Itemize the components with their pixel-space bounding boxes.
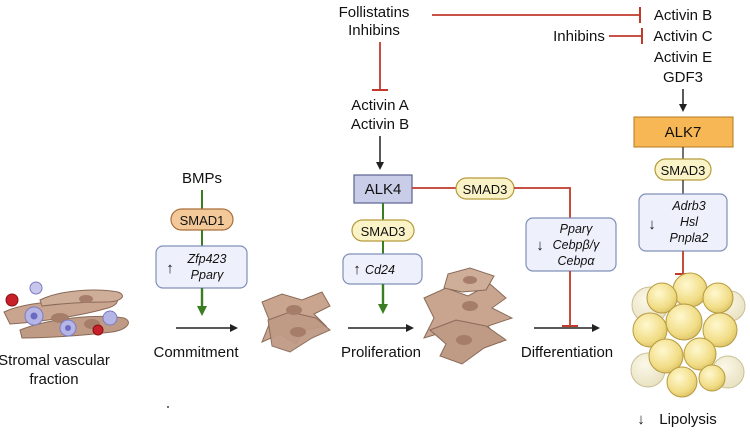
proliferating-cells-illustration [423,267,514,365]
committed-cells-illustration [261,291,331,353]
inhibitor-follistatins: Follistatins [339,4,410,21]
ligand-activin-a: Activin A [351,97,409,114]
svf-cells-illustration [3,281,129,339]
adipocytes-illustration [630,272,746,398]
ligand-activin-b-mid: Activin B [351,116,409,133]
up-arrow-cd24: ↑ [353,261,361,278]
ligand-activin-e: Activin E [654,49,712,66]
inhibitor-inhibins-right: Inhibins [553,28,605,45]
down-arrow-diff-genes: ↓ [536,237,544,254]
gene-cebp-alpha: Cebpα [557,254,595,268]
stage-svf-line1: Stromal vascular [0,352,110,369]
inhibitor-inhibins-top: Inhibins [348,22,400,39]
gene-ppar-gamma-diff: Pparγ [560,222,593,236]
ligand-gdf3: GDF3 [663,69,703,86]
smad3-mid-label: SMAD3 [463,182,508,197]
stage-proliferation: Proliferation [341,344,421,361]
stage-differentiation: Differentiation [521,344,613,361]
down-arrow-lipo-genes: ↓ [648,216,656,233]
ligand-activin-c: Activin C [653,28,712,45]
receptor-alk4-label: ALK4 [365,181,402,198]
gene-ppar-gamma-commit: Pparγ [191,268,224,282]
up-arrow-commit-genes: ↑ [166,260,174,277]
smad1-label: SMAD1 [180,213,225,228]
gene-zfp423: Zfp423 [187,252,227,266]
stray-dot [167,406,169,408]
ligand-activin-b-right: Activin B [654,7,712,24]
gene-box-differentiation [525,217,617,272]
inhibit-line-smad3-diffgenes [514,187,571,218]
receptor-alk4-box [353,174,413,204]
gene-adrb3: Adrb3 [671,199,705,213]
ligand-bmps: BMPs [182,170,222,187]
gene-cd24: Cd24 [365,263,395,277]
down-arrow-lipolysis: ↓ [637,411,645,428]
smad3-left-label: SMAD3 [361,224,406,239]
stage-svf-line2: fraction [29,371,78,388]
smad3-right-label: SMAD3 [661,163,706,178]
receptor-alk7-label: ALK7 [665,124,702,141]
gene-hsl: Hsl [680,215,699,229]
stage-lipolysis: Lipolysis [659,411,717,428]
gene-pnpla2: Pnpla2 [670,231,709,245]
stage-commitment: Commitment [153,344,239,361]
gene-cebp-beta-gamma: Cebpβ/γ [553,238,600,252]
